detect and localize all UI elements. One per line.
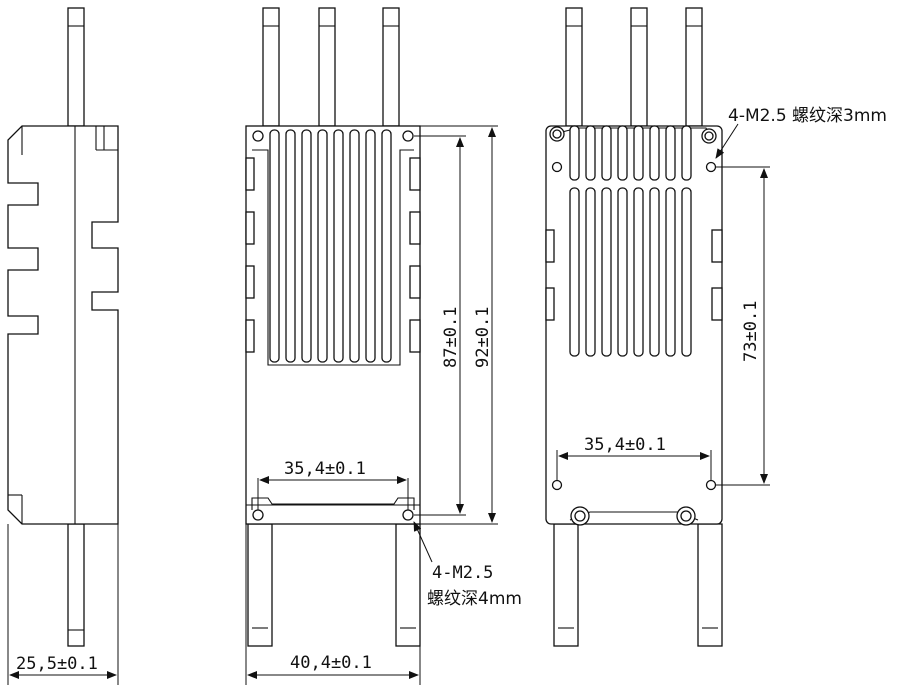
- side-width-label: 25,5±0.1: [16, 654, 98, 674]
- top-fins: [245, 129, 421, 363]
- bottom-hole-pitch-label: 35,4±0.1: [584, 435, 666, 455]
- top-hole-pitch-label: 35,4±0.1: [284, 459, 366, 479]
- bottom-thread-note: 4-M2.5 螺纹深3mm: [728, 106, 887, 126]
- bottom-view: 35,4±0.1 73±0.1 4-M2.5 螺纹深3mm: [545, 7, 887, 647]
- side-bottom-cable: [67, 523, 85, 647]
- bottom-fins: [545, 125, 723, 357]
- top-width-label: 40,4±0.1: [290, 653, 372, 673]
- top-thread-note-line1: 4-M2.5: [432, 563, 493, 583]
- mount-hole: [252, 130, 264, 142]
- top-view: 40,4±0.1 35,4±0.1 87±0.1 92±0.1 4-M2.5 螺…: [245, 7, 522, 685]
- top-inner-height-label: 87±0.1: [441, 307, 461, 368]
- top-outer-height-label: 92±0.1: [473, 307, 493, 368]
- threaded-hole: [551, 161, 563, 173]
- threaded-hole: [705, 479, 717, 491]
- side-body: [7, 125, 119, 525]
- threaded-hole: [551, 479, 563, 491]
- mount-hole: [402, 509, 414, 521]
- mount-hole: [252, 509, 264, 521]
- side-view: 25,5±0.1: [7, 7, 119, 685]
- threaded-hole: [705, 161, 717, 173]
- bottom-view-lower-cable-left: [553, 523, 579, 647]
- bottom-hole-height-label: 73±0.1: [741, 301, 761, 362]
- top-bottom-cable-left: [247, 523, 273, 647]
- top-thread-note-line2: 螺纹深4mm: [427, 589, 522, 609]
- mount-hole: [402, 130, 414, 142]
